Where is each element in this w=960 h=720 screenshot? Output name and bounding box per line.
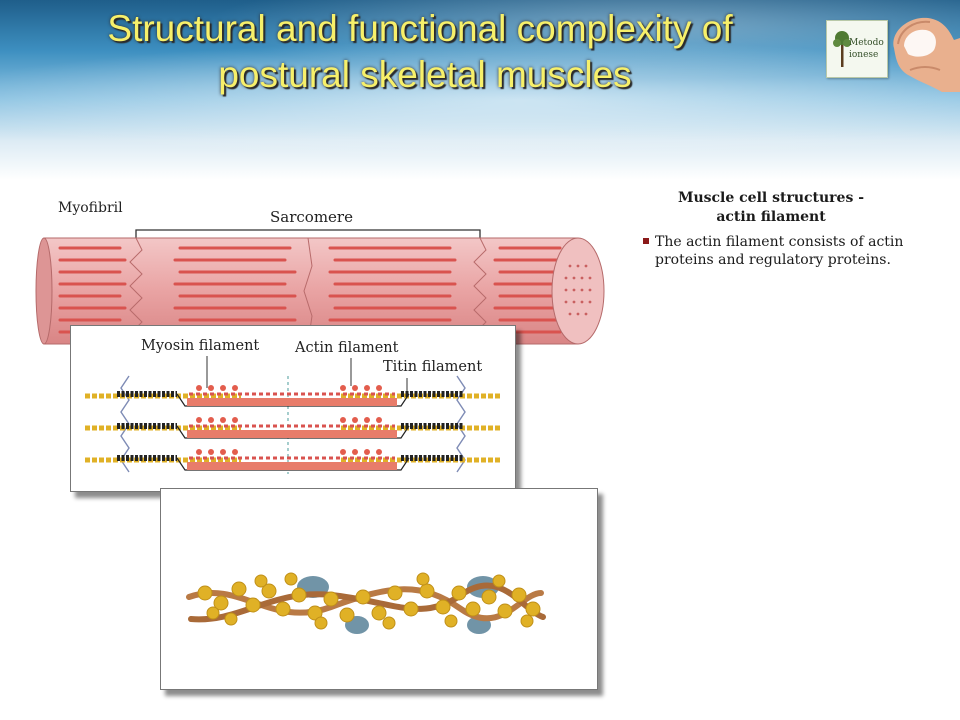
sarcomere-detail-panel: Myosin filament Actin filament Titin fil… — [70, 325, 516, 492]
actin-filament-panel — [160, 488, 598, 690]
actin-filament-illustration — [186, 572, 546, 634]
sarcomere-label: Sarcomere — [270, 208, 353, 226]
sidebar-heading: Muscle cell structures - actin filament — [652, 189, 890, 227]
sarcomere-detail-diagram — [85, 356, 501, 474]
header-swoosh — [0, 40, 960, 160]
header-band — [0, 0, 960, 180]
slide-title-line: postural skeletal muscles — [218, 54, 632, 95]
filament-row — [85, 455, 501, 471]
bullet-icon — [643, 238, 649, 244]
logo-text-line: ionese — [849, 50, 879, 60]
logo-text: Metodo ionese — [849, 37, 884, 61]
myofibril-cylinder — [35, 229, 605, 345]
sidebar-heading-line: actin filament — [716, 209, 826, 225]
tree-icon — [833, 31, 851, 67]
slide-title-line: Structural and functional complexity of — [107, 8, 733, 49]
filament-row — [85, 391, 501, 407]
hand-icon — [893, 17, 960, 92]
filament-row — [85, 423, 501, 439]
actin-monomers — [197, 572, 541, 630]
sidebar-heading-line: Muscle cell structures - — [677, 190, 865, 206]
myosin-filament-label: Myosin filament — [141, 338, 260, 354]
myofibril-label: Myofibril — [58, 200, 123, 216]
slide-title: Structural and functional complexity of … — [0, 6, 840, 98]
bullet-text: The actin filament consists of actin pro… — [655, 234, 904, 268]
titin-filament-label: Titin filament — [383, 359, 483, 375]
metodo-logo: Metodo ionese — [826, 20, 888, 78]
actin-filament-label: Actin filament — [295, 340, 399, 356]
logo-text-line: Metodo — [849, 38, 884, 48]
